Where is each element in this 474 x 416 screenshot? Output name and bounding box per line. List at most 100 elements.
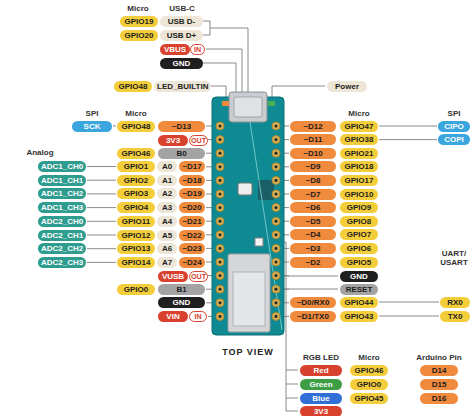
pin-hole xyxy=(218,206,221,209)
function-pill: USB D- xyxy=(160,16,203,27)
gpio-pill: GPIO44 xyxy=(340,297,378,308)
builtin-led xyxy=(222,101,229,106)
function-pill: A1 xyxy=(157,175,177,186)
usb-c-shell xyxy=(234,97,262,117)
gpio-pill: GPIO4 xyxy=(117,202,155,213)
pin-pad xyxy=(272,217,280,225)
reset-button xyxy=(238,183,252,195)
gpio-pill: RX0 xyxy=(440,297,470,308)
pin-pad xyxy=(272,163,280,171)
function-pill: USB D+ xyxy=(160,30,203,41)
spi-leader xyxy=(379,126,437,127)
pin-pad xyxy=(272,190,280,198)
arduino-pin-pill: ~D22 xyxy=(179,230,205,241)
pin-hole xyxy=(274,288,277,291)
gpio-pill: GPIO18 xyxy=(340,161,378,172)
pin-hole xyxy=(218,192,221,195)
pin-pad xyxy=(216,258,224,266)
pin-pad xyxy=(272,244,280,252)
arduino-pin-pill: D14 xyxy=(420,365,458,376)
pin-pad xyxy=(272,136,280,144)
gpio-pill: GPIO46 xyxy=(350,365,388,376)
spi-pill: CIPO xyxy=(438,121,470,132)
adc-leader xyxy=(87,166,116,167)
pin-hole xyxy=(274,192,277,195)
column-header: Analog xyxy=(20,148,60,157)
rgb-led xyxy=(255,238,263,246)
gpio-pill: GPIO21 xyxy=(340,148,378,159)
view-label: TOP VIEW xyxy=(213,348,283,357)
direction-tag: OUT xyxy=(189,271,208,282)
column-header: Micro xyxy=(340,109,378,118)
gpio-pill: GPIO13 xyxy=(117,243,155,254)
gpio-pill: GPIO0 xyxy=(350,379,388,390)
arduino-pin-pill: D16 xyxy=(420,393,458,404)
pin-hole xyxy=(218,260,221,263)
gpio-pill: GPIO10 xyxy=(340,189,378,200)
arduino-pin-pill: ~D7 xyxy=(290,189,336,200)
function-pill: A5 xyxy=(157,230,177,241)
power-pill: VUSB xyxy=(158,271,188,282)
function-pill: A6 xyxy=(157,243,177,254)
arduino-pin-pill: ~D24 xyxy=(179,257,205,268)
arduino-pin-pill: ~D4 xyxy=(290,229,336,240)
arduino-pin-pill: ~D8 xyxy=(290,175,336,186)
gpio-pill: GPIO2 xyxy=(117,175,155,186)
gpio-pill: GPIO6 xyxy=(340,243,378,254)
adc-leader xyxy=(87,193,116,194)
pin-hole xyxy=(274,206,277,209)
arduino-pin-pill: ~D21 xyxy=(179,216,205,227)
adc-leader xyxy=(87,248,116,249)
pin-pad xyxy=(216,122,224,130)
arduino-pin-pill: ~D3 xyxy=(290,243,336,254)
pin-hole xyxy=(274,152,277,155)
leader-lines xyxy=(87,21,439,411)
pin-pad xyxy=(272,122,280,130)
arduino-pin-pill: ~D18 xyxy=(179,175,205,186)
adc-pill: ADC1_CH3 xyxy=(38,202,86,213)
column-header: Micro xyxy=(350,353,388,362)
arduino-pin-pill: ~D1/TX0 xyxy=(290,311,336,322)
power-pill: 3V3 xyxy=(158,135,188,146)
gpio-pill: GPIO47 xyxy=(340,121,378,132)
column-header: SPI xyxy=(72,109,112,118)
direction-tag: OUT xyxy=(189,135,208,146)
pin-hole xyxy=(274,260,277,263)
pin-pad xyxy=(216,312,224,320)
arduino-pin-pill: ~D9 xyxy=(290,161,336,172)
pin-pad xyxy=(216,299,224,307)
gpio-pill: GPIO14 xyxy=(117,257,155,268)
direction-tag: IN xyxy=(190,44,205,55)
vbus-leader xyxy=(206,49,242,96)
column-header: Micro xyxy=(117,109,155,118)
pin-hole xyxy=(218,315,221,318)
pin-hole xyxy=(274,274,277,277)
pin-pad xyxy=(272,231,280,239)
pin-pad xyxy=(216,272,224,280)
column-header: RGB LED xyxy=(296,353,346,362)
pin-pad xyxy=(216,285,224,293)
pin-hole xyxy=(218,165,221,168)
gpio-pill: GPIO48 xyxy=(117,121,155,132)
gpio-pill: GPIO48 xyxy=(114,81,152,92)
boot-pin-pill: RESET xyxy=(340,284,378,295)
pin-pad xyxy=(216,204,224,212)
pin-headers xyxy=(216,122,280,320)
arduino-pin-pill: ~D5 xyxy=(290,216,336,227)
arduino-pin-pill: ~D17 xyxy=(179,161,205,172)
adc-leader xyxy=(87,235,116,236)
pin-hole xyxy=(218,247,221,250)
pin-hole xyxy=(218,124,221,127)
adc-pill: ADC2_CH1 xyxy=(38,230,86,241)
pin-pad xyxy=(272,258,280,266)
adc-leader xyxy=(87,180,116,181)
power-pill: VBUS xyxy=(160,44,190,55)
power-pill: 3V3 xyxy=(300,406,342,416)
arduino-pin-pill: ~D20 xyxy=(179,202,205,213)
pin-pad xyxy=(216,149,224,157)
spi-pill: COPI xyxy=(438,134,470,145)
gpio-pill: GPIO43 xyxy=(340,311,378,322)
power-led xyxy=(268,101,275,106)
gpio-pill: GPIO9 xyxy=(340,202,378,213)
direction-tag: IN xyxy=(189,311,207,322)
